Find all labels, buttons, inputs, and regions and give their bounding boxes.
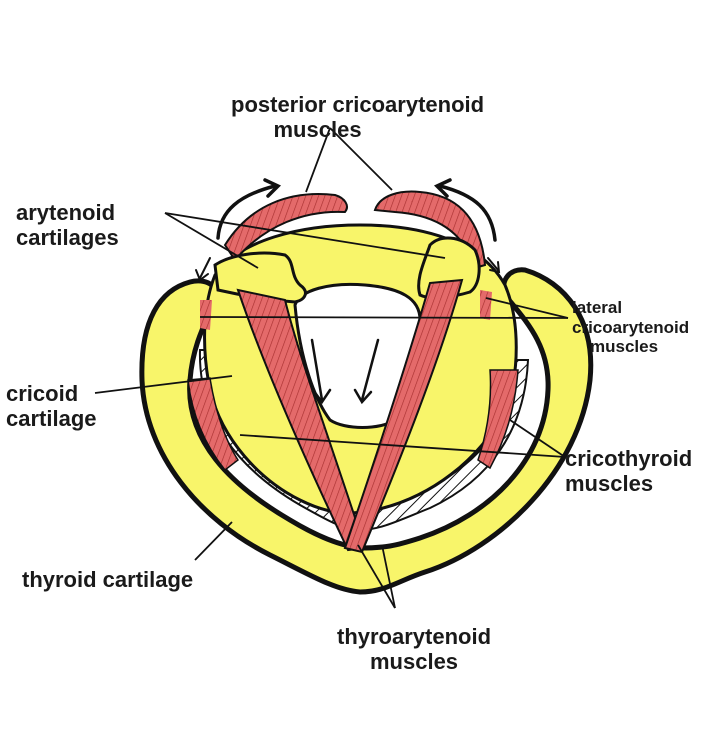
label-lateral-cricoarytenoid: lateral cricoarytenoid muscles (572, 298, 689, 357)
label-thyroarytenoid-muscles: thyroarytenoid muscles (337, 624, 491, 675)
label-line: muscles (565, 471, 654, 497)
thyroid-cartilage (139, 267, 594, 595)
cricothyroid-left (187, 377, 240, 472)
label-line: cartilages (16, 225, 119, 251)
label-thyroid-cartilage: thyroid cartilage (22, 567, 193, 592)
label-line: muscles (590, 337, 659, 357)
posterior-cricoarytenoid-right (373, 190, 487, 270)
thyroarytenoid-left (236, 288, 367, 552)
label-line: thyroarytenoid (337, 624, 492, 649)
leader-lines (94, 127, 569, 609)
label-line: lateral (572, 298, 623, 317)
label-line: cartilage (6, 406, 97, 432)
cricothyroid-right (477, 369, 519, 470)
label-line: posterior cricoarytenoid (231, 92, 485, 117)
label-cricothyroid-muscles: cricothyroid muscles (565, 446, 692, 497)
label-cricoid-cartilage: cricoid cartilage (6, 381, 97, 432)
label-arytenoid-cartilages: arytenoid cartilages (16, 200, 119, 251)
label-line: muscles (273, 117, 362, 143)
label-line: cricoid (6, 381, 79, 406)
lateral-cricoarytenoid-right (480, 290, 492, 320)
label-line: thyroid cartilage (22, 567, 194, 592)
label-posterior-cricoarytenoid: posterior cricoarytenoid muscles (231, 92, 484, 143)
label-line: cricothyroid (565, 446, 693, 471)
label-line: muscles (369, 649, 459, 675)
label-line: arytenoid (16, 200, 116, 225)
label-line: cricoarytenoid (572, 317, 690, 337)
posterior-cricoarytenoid-left (223, 193, 348, 262)
lateral-cricoarytenoid-left (200, 300, 212, 330)
rotation-arrows (195, 178, 501, 405)
